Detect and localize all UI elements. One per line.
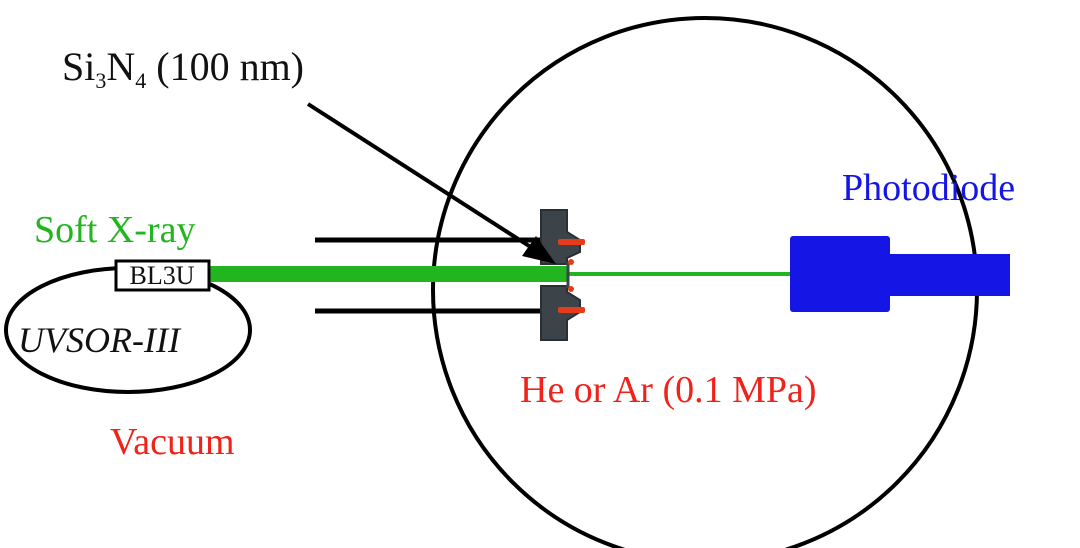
upper-seal-oring [558,239,585,245]
beamline-label: BL3U [130,261,195,290]
gas-label: He or Ar (0.1 MPa) [520,369,817,411]
photodiode-body [888,254,1010,296]
sample-cell [540,209,585,341]
lower-seal-dot [568,286,574,292]
membrane-pointer-line [306,102,542,255]
beamline-port-box [114,259,211,292]
ring-label: UVSOR-III [18,320,182,360]
membrane-label: Si3N4 (100 nm) [62,44,304,93]
upper-seal-dot [568,259,574,265]
photodiode-label: Photodiode [842,167,1015,209]
vacuum-label: Vacuum [110,421,235,463]
sample-cell-upper-block [540,209,581,265]
soft-xray-label: Soft X-ray [34,209,195,251]
xray-beam-thick [205,266,567,282]
lower-seal-oring [558,307,585,313]
photodiode-head [790,236,890,312]
membrane-pointer-arrowhead [522,236,556,264]
photodiode-detector [790,236,1010,312]
